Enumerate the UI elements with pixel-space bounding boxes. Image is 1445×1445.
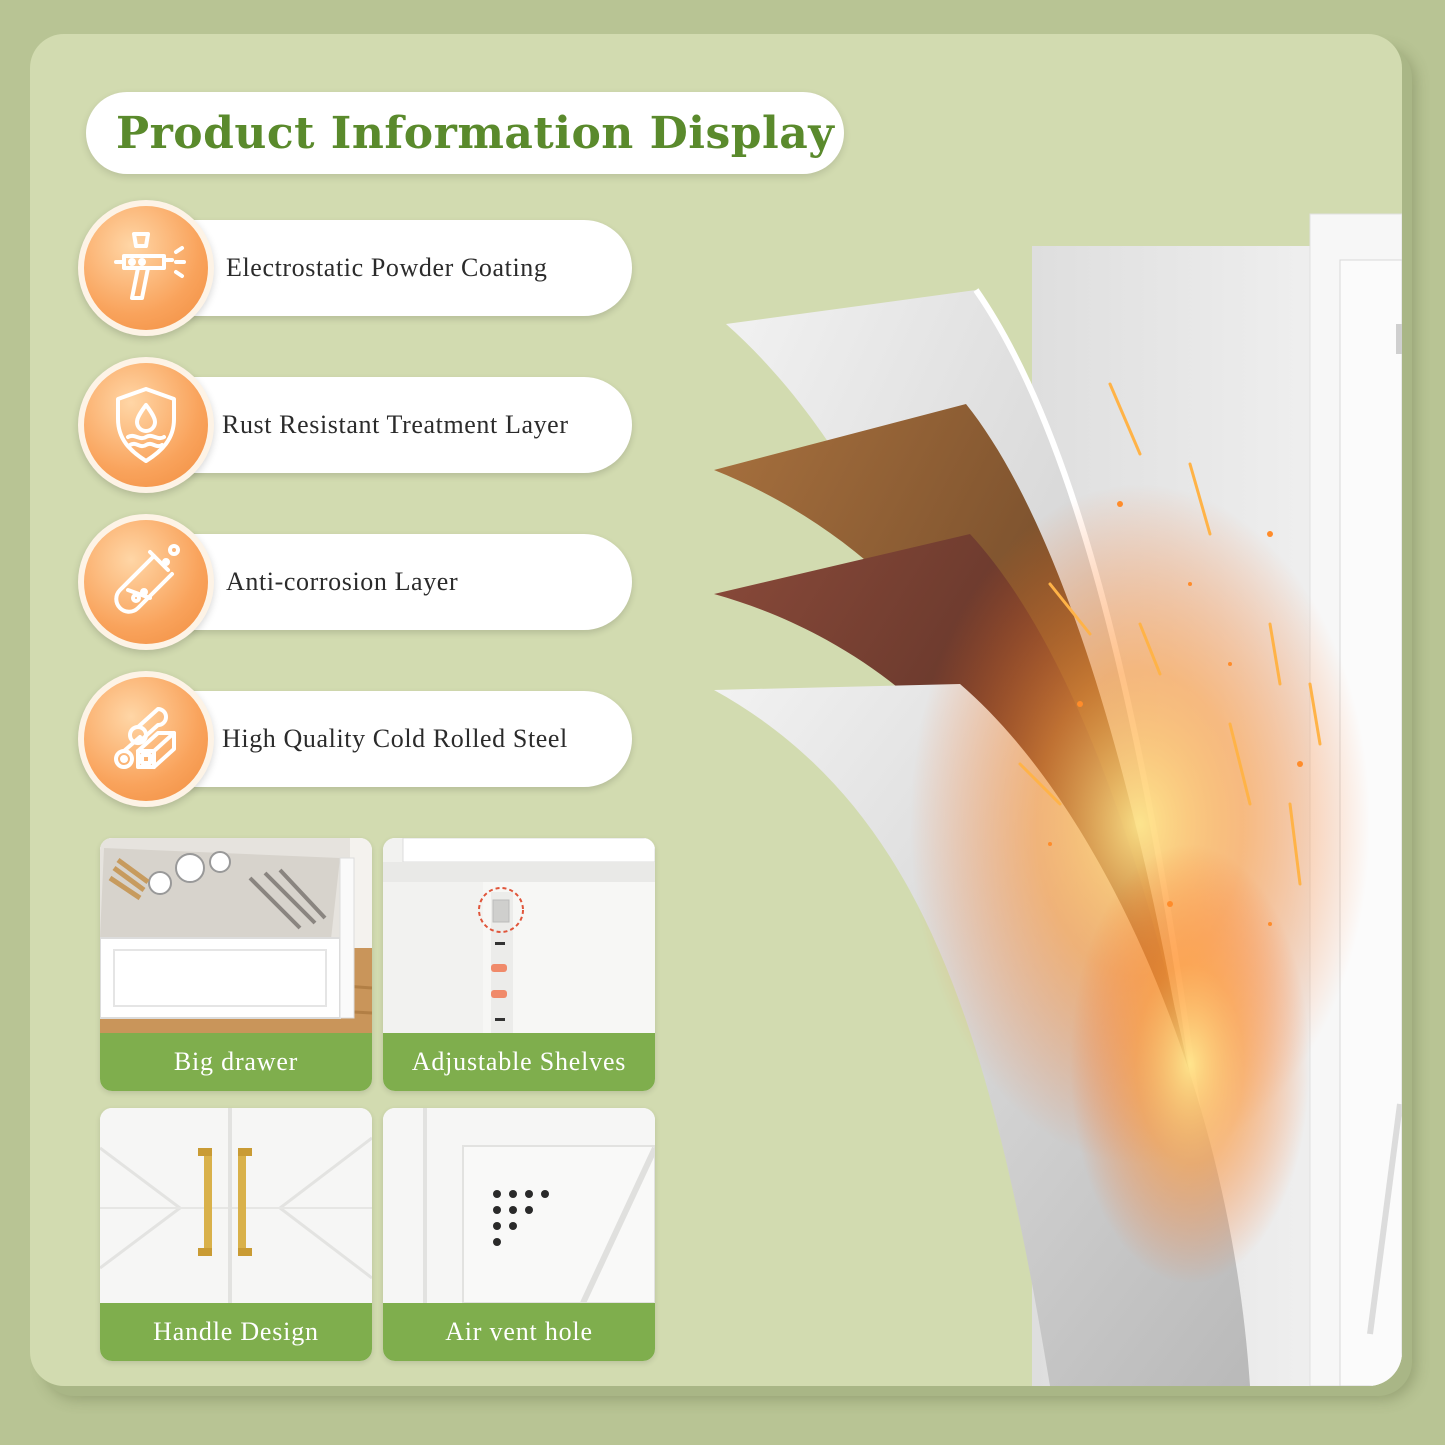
handle-photo [100, 1108, 372, 1303]
drawer-photo [100, 838, 372, 1033]
feature-badge [78, 357, 214, 493]
tile-caption: Big drawer [100, 1033, 372, 1091]
title-pill: Product Information Display [86, 92, 844, 174]
feature-label: High Quality Cold Rolled Steel [222, 724, 568, 753]
tile-big-drawer: Big drawer [100, 838, 372, 1091]
shield-drop-icon [116, 387, 176, 463]
feature-pill [140, 377, 632, 473]
tile-caption: Air vent hole [383, 1303, 655, 1361]
tile-caption: Handle Design [100, 1303, 372, 1361]
tile-air-vent-hole: Air vent hole [383, 1108, 655, 1361]
feature-label: Electrostatic Powder Coating [226, 253, 548, 282]
shelves-photo [383, 838, 655, 1033]
tile-handle-design: Handle Design [100, 1108, 372, 1361]
tile-adjustable-shelves: Adjustable Shelves [383, 838, 655, 1091]
flask-icon [114, 544, 180, 614]
feature-badge [78, 514, 214, 650]
feature-label: Anti-corrosion Layer [226, 567, 459, 596]
feature-label: Rust Resistant Treatment Layer [222, 410, 569, 439]
vent-photo [383, 1108, 655, 1303]
feature-badge [78, 671, 214, 807]
steel-logs-icon [114, 707, 176, 769]
feature-anti-corrosion: Anti-corrosion Layer [78, 514, 636, 650]
tile-caption: Adjustable Shelves [383, 1033, 655, 1091]
steel-layers-illustration [714, 213, 1402, 1386]
feature-badge [78, 200, 214, 336]
feature-pill [140, 534, 632, 630]
page-title: Product Information Display [116, 107, 835, 159]
feature-pill [140, 220, 632, 316]
feature-powder-coating: Electrostatic Powder Coating [78, 200, 636, 336]
feature-pill [140, 691, 632, 787]
info-card: Product Information Display Electrostati… [30, 34, 1402, 1386]
feature-rust-resistant: Rust Resistant Treatment Layer [78, 357, 636, 493]
spray-gun-icon [114, 232, 186, 300]
feature-cold-rolled-steel: High Quality Cold Rolled Steel [78, 671, 636, 807]
